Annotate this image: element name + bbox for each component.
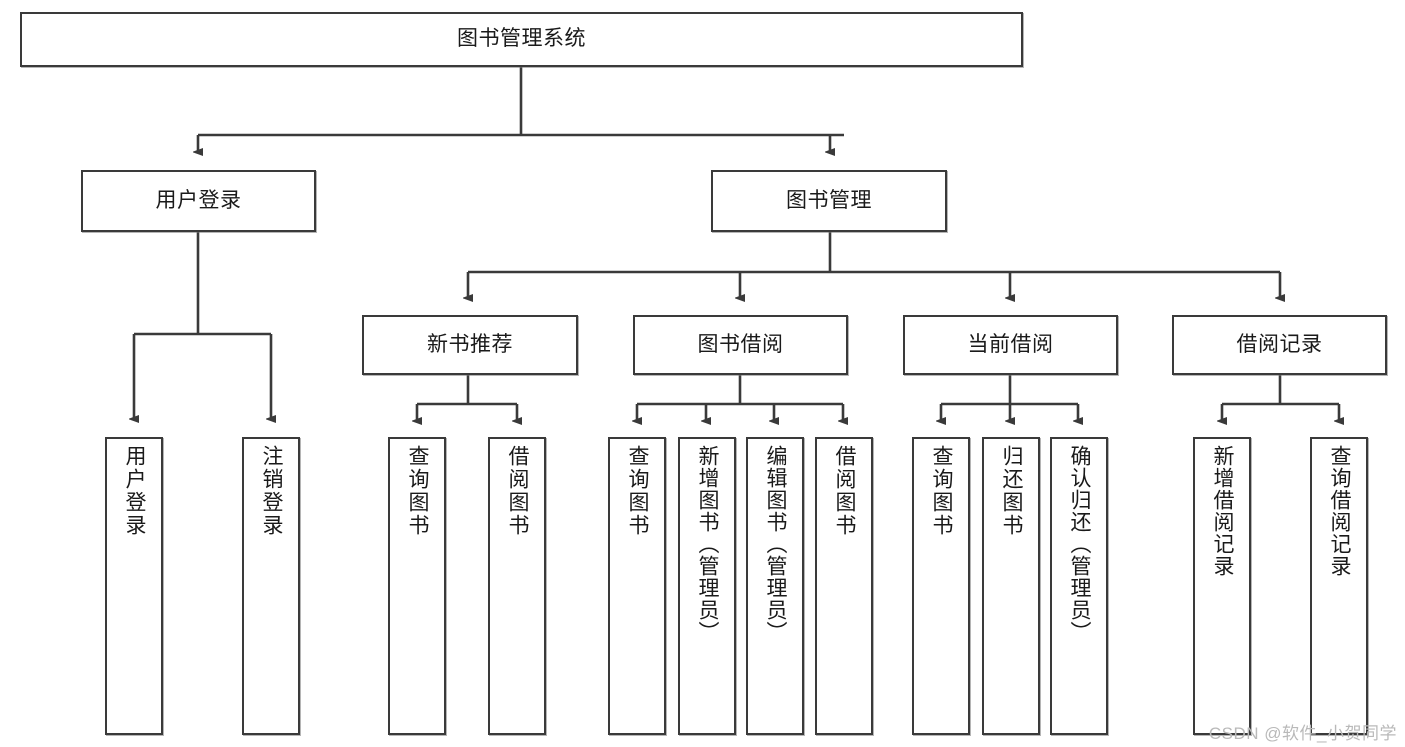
node-leaf-query-record[interactable]: 查询借阅记录 (1310, 437, 1368, 735)
node-leaf-borrow-book-1[interactable]: 借阅图书 (488, 437, 546, 735)
node-new-book-rec[interactable]: 新书推荐 (362, 315, 578, 375)
node-leaf-query-book-1-label: 查询图书 (406, 445, 430, 537)
node-book-borrow-label: 图书借阅 (697, 332, 784, 356)
node-borrow-record[interactable]: 借阅记录 (1172, 315, 1387, 375)
node-current-borrow[interactable]: 当前借阅 (903, 315, 1118, 375)
node-leaf-user-logout-label: 注销登录 (260, 445, 284, 537)
node-leaf-return-book-label: 归还图书 (1000, 445, 1024, 537)
node-leaf-add-record[interactable]: 新增借阅记录 (1193, 437, 1251, 735)
node-user-login[interactable]: 用户登录 (81, 170, 316, 232)
node-book-manage[interactable]: 图书管理 (711, 170, 947, 232)
node-leaf-query-book-3[interactable]: 查询图书 (912, 437, 970, 735)
node-user-login-label: 用户登录 (155, 188, 242, 212)
node-leaf-add-book[interactable]: 新增图书（管理员） (678, 437, 736, 735)
node-leaf-borrow-book-2-label: 借阅图书 (833, 445, 857, 537)
node-leaf-confirm-return[interactable]: 确认归还（管理员） (1050, 437, 1108, 735)
node-leaf-query-book-2-label: 查询图书 (626, 445, 650, 537)
watermark-text: CSDN @软件_小贺同学 (1208, 724, 1397, 743)
node-leaf-user-login-label: 用户登录 (123, 445, 147, 537)
node-leaf-user-logout[interactable]: 注销登录 (242, 437, 300, 735)
node-leaf-borrow-book-2[interactable]: 借阅图书 (815, 437, 873, 735)
node-leaf-query-book-1[interactable]: 查询图书 (388, 437, 446, 735)
node-book-manage-label: 图书管理 (786, 188, 872, 212)
node-borrow-record-label: 借阅记录 (1236, 332, 1323, 356)
node-root-label: 图书管理系统 (457, 27, 586, 51)
node-leaf-user-login[interactable]: 用户登录 (105, 437, 163, 735)
node-root[interactable]: 图书管理系统 (20, 12, 1023, 67)
node-leaf-confirm-return-label: 确认归还（管理员） (1068, 445, 1092, 643)
node-leaf-add-record-label: 新增借阅记录 (1211, 445, 1235, 577)
node-book-borrow[interactable]: 图书借阅 (633, 315, 848, 375)
node-leaf-edit-book[interactable]: 编辑图书（管理员） (746, 437, 804, 735)
node-new-book-rec-label: 新书推荐 (427, 332, 513, 356)
node-leaf-add-book-label: 新增图书（管理员） (696, 445, 720, 643)
node-current-borrow-label: 当前借阅 (967, 332, 1054, 356)
node-leaf-edit-book-label: 编辑图书（管理员） (764, 445, 788, 643)
node-leaf-query-book-2[interactable]: 查询图书 (608, 437, 666, 735)
node-leaf-borrow-book-1-label: 借阅图书 (506, 445, 530, 537)
node-leaf-query-record-label: 查询借阅记录 (1328, 445, 1352, 577)
node-leaf-return-book[interactable]: 归还图书 (982, 437, 1040, 735)
node-leaf-query-book-3-label: 查询图书 (930, 445, 954, 537)
